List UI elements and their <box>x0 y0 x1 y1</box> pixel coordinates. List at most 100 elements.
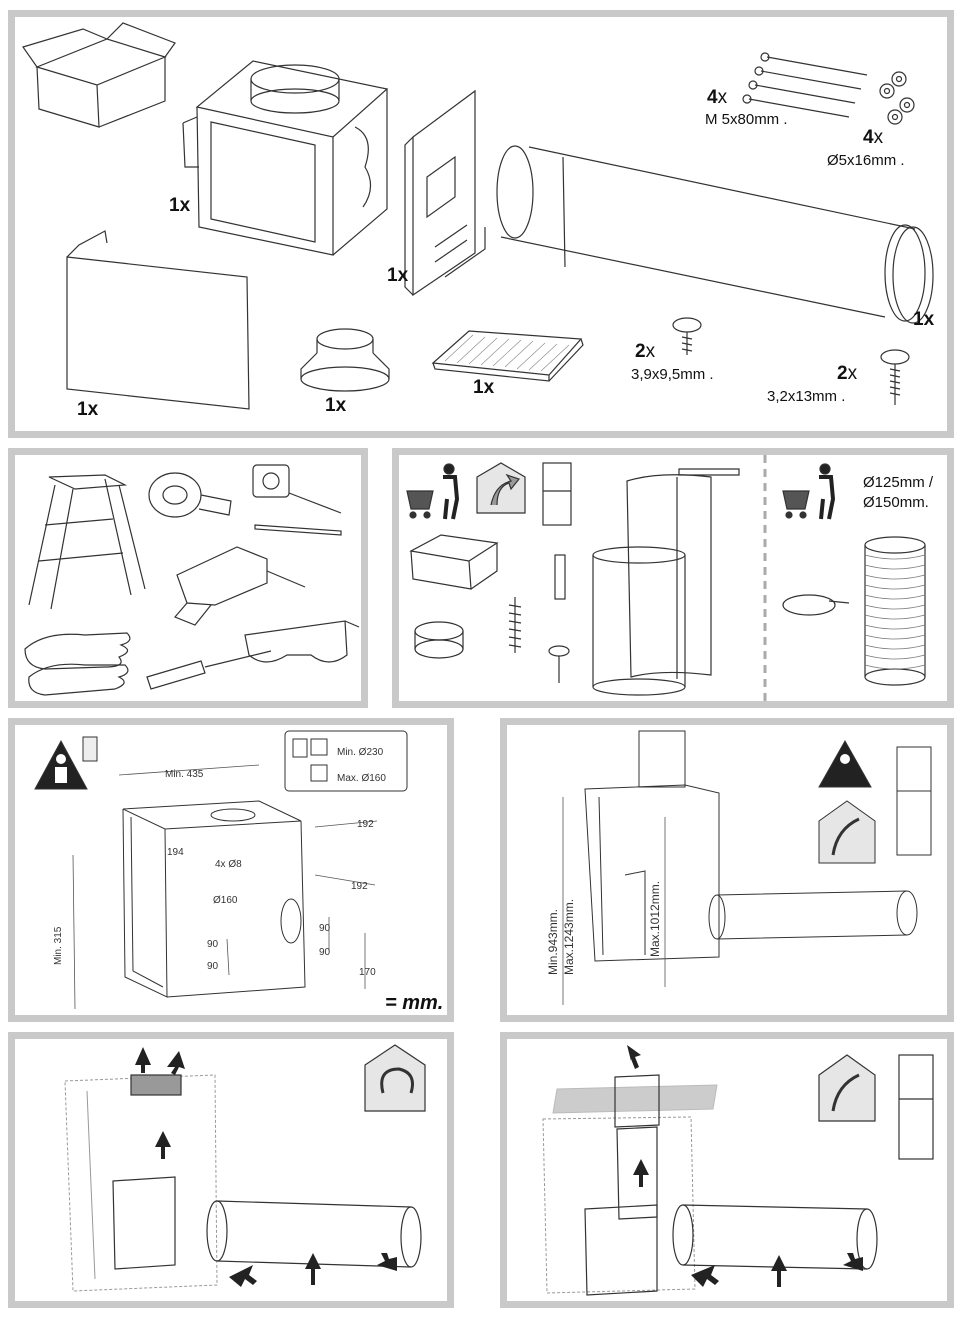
washers-x: x <box>874 127 884 148</box>
packaging-box-icon <box>409 534 499 590</box>
dim-194: 194 <box>167 847 184 858</box>
house-recirc-icon <box>364 1044 426 1112</box>
reducer-ring-icon <box>300 328 390 392</box>
dimensions-drawing: Min. Ø230 Max. Ø160 Min. 435 Min. 315 19… <box>34 730 443 1014</box>
wall-plug-icon <box>554 554 566 600</box>
screw-39-icon <box>672 317 702 355</box>
ducted-panel <box>500 1032 954 1308</box>
screws-39-x: x <box>646 341 656 362</box>
parts-drawing: 4x M 5x80mm . 4x Ø5x16mm . 1x 1x 1x 1x 1… <box>22 22 935 420</box>
height-dimension-lines <box>562 797 666 1005</box>
top-duct <box>614 1074 660 1128</box>
chimney-cover-large-icon <box>626 468 740 679</box>
screwdriver-icon <box>146 650 272 690</box>
dim-min-width: Min. 435 <box>165 769 204 780</box>
wall-bracket-icon <box>404 89 486 297</box>
screws-m5-qty: 4 <box>707 87 718 108</box>
ducted-house-icon-2 <box>818 800 876 864</box>
telescopic-tube-qty: 1x <box>913 309 935 330</box>
pipe-diameter-line2: Ø150mm. <box>863 494 929 511</box>
hose-ribs <box>864 554 926 670</box>
accessories-panel: Ø125mm / Ø150mm. <box>392 448 954 708</box>
chimney-icon-3 <box>898 1054 934 1160</box>
airflow-arrows-2 <box>627 1045 863 1287</box>
screw-icon <box>548 645 570 683</box>
cardboard-box-icon <box>22 22 176 128</box>
outer-max-height: Max.1243mm. <box>562 899 576 975</box>
dim-90-b: 90 <box>207 961 219 972</box>
svg-text:4x: 4x <box>707 87 728 108</box>
warning-person-icon <box>34 736 98 790</box>
grease-filter-icon <box>431 330 584 382</box>
dim-min-height: Min. 315 <box>53 926 64 965</box>
screws-39-qty: 2 <box>635 341 646 362</box>
recirculation-panel <box>8 1032 454 1308</box>
tools-panel <box>8 448 368 708</box>
dim-90-c: 90 <box>319 923 331 934</box>
warning-person-icon-2 <box>818 739 872 788</box>
screws-39-size: 3,9x9,5mm . <box>631 366 714 383</box>
hose-clamp-icon <box>782 594 850 616</box>
fan-box-outline-2 <box>584 1204 658 1296</box>
drill-icon <box>173 546 306 626</box>
spring-screw-icon <box>508 597 522 653</box>
height-drawing: Min.943mm. Max.1243mm. Max.1012mm. <box>546 730 932 1005</box>
filter-grid <box>130 1074 182 1096</box>
washers-size: Ø5x16mm . <box>827 152 905 169</box>
ducted-house-icon-3 <box>818 1054 876 1122</box>
recirculation-drawing <box>64 1044 426 1292</box>
telescopic-tube-icon <box>496 145 934 324</box>
dim-holes: 4x Ø8 <box>215 859 242 870</box>
tape-roll-icon <box>148 472 232 518</box>
screws-32-size: 3,2x13mm . <box>767 388 845 405</box>
chimney-cover-round-icon <box>592 546 686 696</box>
legend-box <box>284 730 408 792</box>
parts-panel: 4x M 5x80mm . 4x Ø5x16mm . 1x 1x 1x 1x 1… <box>8 10 954 438</box>
carbon-filter-icon <box>414 621 464 659</box>
wall-bracket-qty: 1x <box>387 265 409 286</box>
dim-192-top: 192 <box>357 819 374 830</box>
tape-measure-icon <box>252 464 342 514</box>
long-screws-icon <box>742 52 868 118</box>
svg-text:4x: 4x <box>863 127 884 148</box>
svg-text:2x: 2x <box>837 363 858 384</box>
washers-qty: 4 <box>863 127 874 148</box>
screws-32-qty: 2 <box>837 363 848 384</box>
ceiling-plate <box>552 1084 718 1114</box>
accessories-drawing: Ø125mm / Ø150mm. <box>406 455 934 701</box>
pencil-icon <box>254 524 342 536</box>
fan-box-outline <box>112 1176 176 1270</box>
unit-label: = mm. <box>385 992 443 1014</box>
tools-drawing <box>24 464 360 696</box>
outer-min-height: Min.943mm. <box>546 909 560 975</box>
gloves-icon <box>24 632 131 696</box>
cabinet-with-chimney <box>584 730 918 962</box>
legend-min-diameter: Min. Ø230 <box>337 747 384 758</box>
fan-box-icon <box>182 60 389 256</box>
chimney-icon-2 <box>896 746 932 856</box>
panel-qty: 1x <box>77 399 99 420</box>
inner-max-height: Max.1012mm. <box>648 881 662 957</box>
filter-qty: 1x <box>473 377 495 398</box>
ducted-house-icon <box>476 462 526 514</box>
screws-m5-size: M 5x80mm . <box>705 111 788 128</box>
cover-panel-icon <box>66 230 250 410</box>
pipe-diameter-line1: Ø125mm / <box>863 474 934 491</box>
airflow-arrows <box>135 1047 397 1287</box>
washers-icon <box>879 71 915 125</box>
shopping-cart-icon-2 <box>782 463 836 520</box>
chimney-icon <box>542 462 572 526</box>
svg-text:2x: 2x <box>635 341 656 362</box>
reducer-qty: 1x <box>325 395 347 416</box>
screw-32-icon <box>880 349 910 405</box>
dim-170: 170 <box>359 967 376 978</box>
dim-192-side: 192 <box>351 881 368 892</box>
ducted-drawing <box>542 1045 934 1296</box>
outlet-tube-2 <box>672 1204 878 1270</box>
screws-m5-x: x <box>718 87 728 108</box>
shopping-cart-icon <box>406 463 460 520</box>
step-ladder-icon <box>28 474 146 610</box>
fan-box-qty: 1x <box>169 195 191 216</box>
height-panel: Min.943mm. Max.1243mm. Max.1012mm. <box>500 718 954 1022</box>
dimensions-panel: Min. Ø230 Max. Ø160 Min. 435 Min. 315 19… <box>8 718 454 1022</box>
